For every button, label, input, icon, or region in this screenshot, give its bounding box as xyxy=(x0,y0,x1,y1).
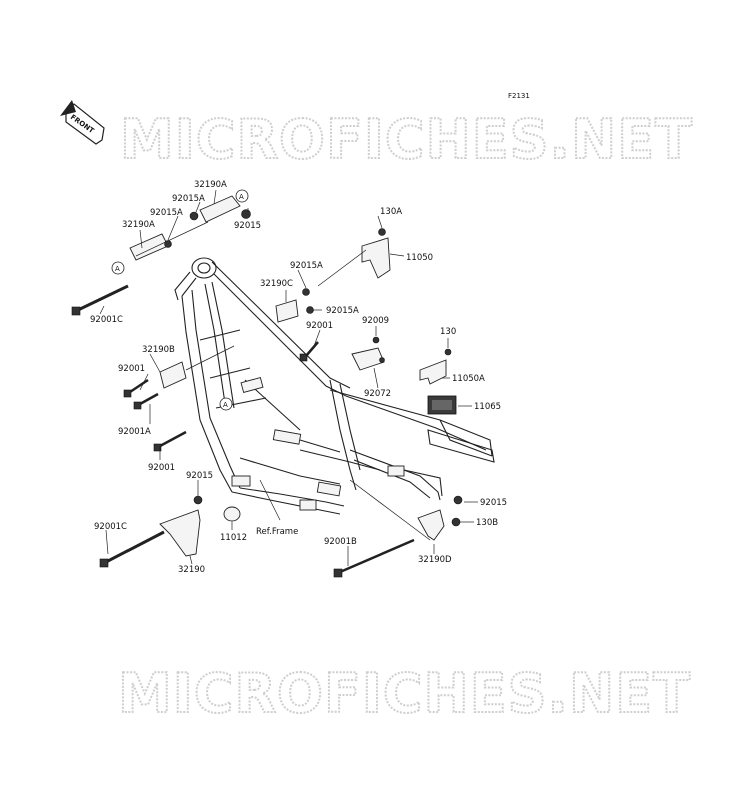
label-130B: 130B xyxy=(476,518,498,528)
label-92015A-mid: 92015A xyxy=(290,261,323,271)
box-11065 xyxy=(427,395,457,415)
label-92015-low: 92015 xyxy=(186,471,213,481)
bolt-92001C-top xyxy=(71,284,129,316)
label-92001C-top: 92001C xyxy=(90,315,123,325)
bracket-32190D xyxy=(349,479,463,541)
svg-text:A: A xyxy=(223,401,228,409)
label-92015A-top: 92015A xyxy=(172,194,205,204)
rubber-plug xyxy=(223,506,241,522)
bracket-92072 xyxy=(351,336,385,371)
label-92001-left: 92001 xyxy=(118,364,145,374)
label-leaders xyxy=(99,189,478,566)
label-130A: 130A xyxy=(380,207,402,217)
label-130: 130 xyxy=(440,327,456,337)
front-arrow-icon: FRONT xyxy=(60,100,105,145)
watermark-bottom: MICROFICHES.NET xyxy=(118,662,691,725)
bracket-32190C xyxy=(275,288,314,323)
label-92015-top: 92015 xyxy=(234,221,261,231)
watermark-top: MICROFICHES.NET xyxy=(120,108,693,171)
label-ref-frame: Ref.Frame xyxy=(256,527,298,537)
bracket-32190A-top xyxy=(129,195,241,261)
bracket-11050 xyxy=(317,228,405,287)
label-92015-right: 92015 xyxy=(480,498,507,508)
bolt-92001A xyxy=(133,392,159,410)
svg-text:A: A xyxy=(115,265,120,273)
label-32190D: 32190D xyxy=(418,555,452,565)
label-11050A: 11050A xyxy=(452,374,485,384)
label-92009: 92009 xyxy=(362,316,389,326)
label-92001-low: 92001 xyxy=(148,463,175,473)
svg-text:A: A xyxy=(239,193,244,201)
figure-code: F2131 xyxy=(508,92,530,100)
label-92001A: 92001A xyxy=(118,427,151,437)
nut-92015-top xyxy=(241,209,251,219)
label-92001C-low: 92001C xyxy=(94,522,127,532)
label-92001B: 92001B xyxy=(324,537,357,547)
label-32190: 32190 xyxy=(178,565,205,575)
label-92015A-right: 92015A xyxy=(326,306,359,316)
bolt-92001-left xyxy=(123,378,149,398)
label-11050: 11050 xyxy=(406,253,433,263)
label-11012: 11012 xyxy=(220,533,247,543)
bracket-11050A xyxy=(419,348,452,385)
circle-marker-top: A xyxy=(235,189,249,203)
circle-marker-frame: A xyxy=(219,397,233,411)
label-92072: 92072 xyxy=(364,389,391,399)
label-92015A-left: 92015A xyxy=(150,208,183,218)
part-labels: 32190A 92015A 92015A 32190A 92015 92001C… xyxy=(90,180,507,575)
label-32190A-left: 32190A xyxy=(122,220,155,230)
label-92001-mid: 92001 xyxy=(306,321,333,331)
label-32190B: 32190B xyxy=(142,345,175,355)
label-32190A-top: 32190A xyxy=(194,180,227,190)
bolt-92001-mid xyxy=(299,341,319,362)
circle-marker-left: A xyxy=(111,261,125,275)
label-32190C: 32190C xyxy=(260,279,293,289)
mount-32190 xyxy=(159,495,203,557)
bolt-92001B xyxy=(333,538,415,578)
label-11065: 11065 xyxy=(474,402,501,412)
frame-drawing xyxy=(174,257,495,522)
bolt-92001C-low xyxy=(99,530,165,568)
bracket-32190B xyxy=(159,345,235,389)
bolt-92001-low xyxy=(153,430,187,452)
